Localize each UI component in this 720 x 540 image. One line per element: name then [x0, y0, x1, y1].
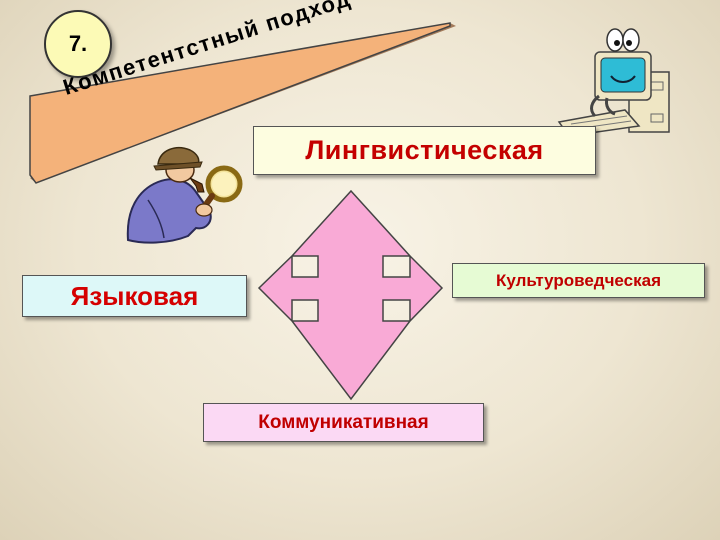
detective-clipart-icon: [126, 146, 243, 244]
slide-number-badge: 7.: [44, 10, 112, 78]
box-communicative: Коммуникативная: [203, 403, 484, 442]
box-cultural: Культуроведческая: [452, 263, 705, 298]
box-language: Языковая: [22, 275, 247, 317]
box-linguistic: Лингвистическая: [253, 126, 596, 175]
